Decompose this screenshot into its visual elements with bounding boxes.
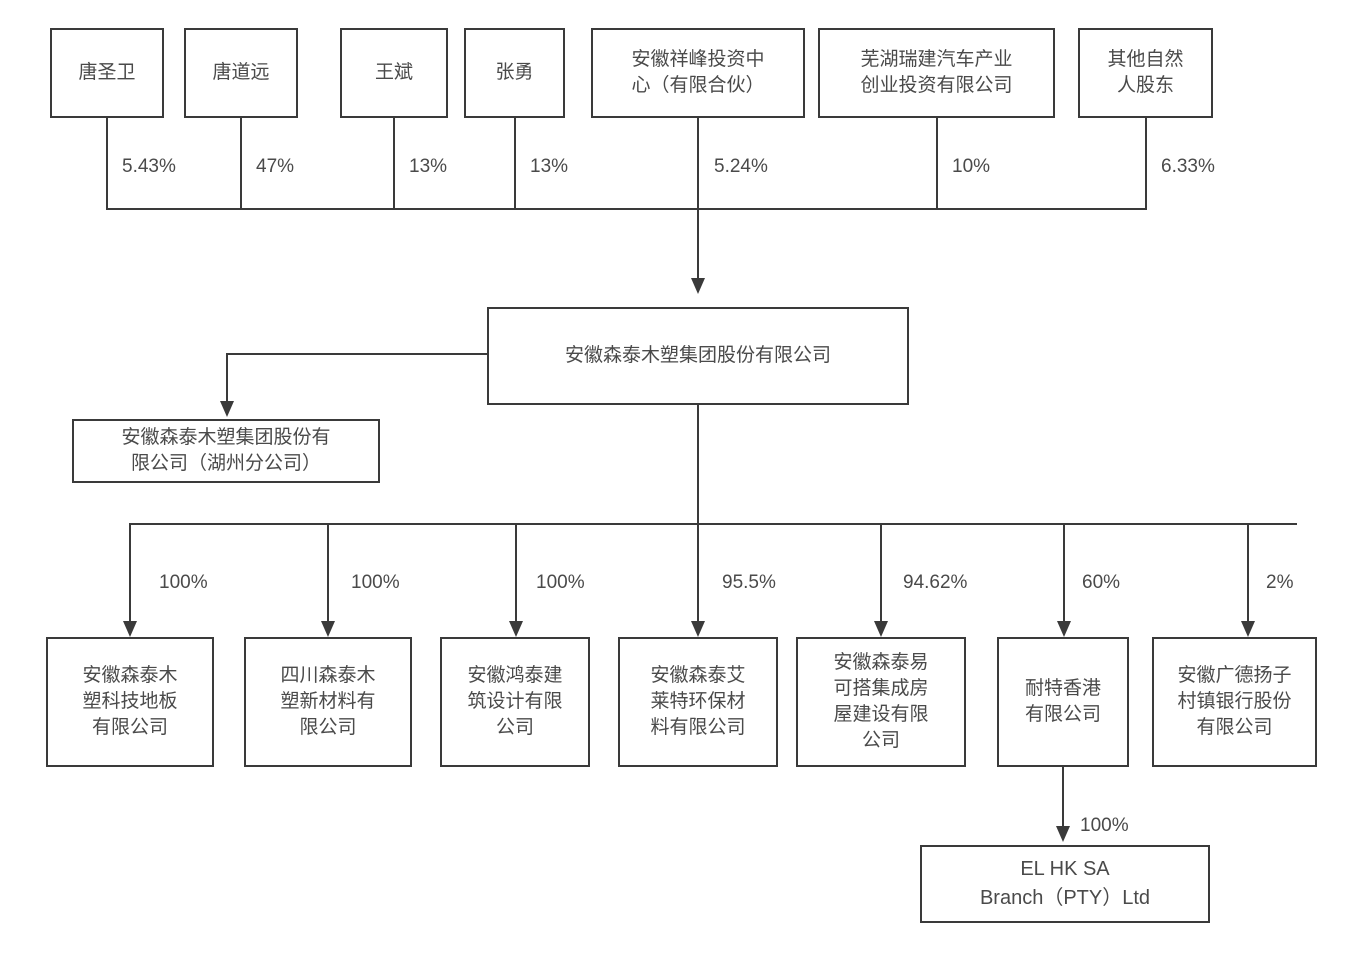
connector-parent-to-branch-horizontal [226, 353, 489, 356]
percent-label-subsidiary-7: 2% [1266, 572, 1294, 593]
percent-label-subsidiary-3: 100% [536, 572, 585, 593]
percent-label-shareholder-3: 13% [409, 156, 448, 177]
arrow-to-branch [220, 401, 234, 417]
percent-label-shareholder-2: 47% [256, 156, 295, 177]
connector-subsidiary-1 [129, 523, 132, 623]
subsidiary-box-5: 安徽森泰易 可搭集成房 屋建设有限 公司 [796, 637, 966, 767]
parent-company-box: 安徽森泰木塑集团股份有限公司 [487, 307, 909, 405]
percent-label-shareholder-4: 13% [530, 156, 569, 177]
percent-label-shareholder-5: 5.24% [714, 156, 768, 177]
connector-subsidiary-3 [515, 523, 518, 623]
subsidiary-box-4: 安徽森泰艾 莱特环保材 料有限公司 [618, 637, 778, 767]
percent-label-shareholder-6: 10% [952, 156, 991, 177]
percent-label-subsidiary-2: 100% [351, 572, 400, 593]
arrow-to-subsidiary-2 [321, 621, 335, 637]
connector-parent-to-branch-vertical [226, 353, 229, 403]
subsidiary-box-2: 四川森泰木 塑新材料有 限公司 [244, 637, 412, 767]
connector-subsidiary-7 [1247, 523, 1250, 623]
percent-label-subsidiary-5: 94.62% [903, 572, 968, 593]
branch-company-box: 安徽森泰木塑集团股份有 限公司（湖州分公司） [72, 419, 380, 483]
grandchild-company-box: EL HK SA Branch（PTY）Ltd [920, 845, 1210, 923]
subsidiary-box-7: 安徽广德扬子 村镇银行股份 有限公司 [1152, 637, 1317, 767]
shareholder-box-4: 张勇 [464, 28, 565, 118]
subsidiary-box-6: 耐特香港 有限公司 [997, 637, 1129, 767]
shareholder-box-5: 安徽祥峰投资中 心（有限合伙） [591, 28, 805, 118]
connector-subsidiary-5 [880, 523, 883, 623]
connector-subsidiary-4 [697, 523, 700, 623]
shareholder-box-3: 王斌 [340, 28, 448, 118]
percent-label-grandchild: 100% [1080, 815, 1129, 836]
connector-shareholder-6 [936, 118, 939, 210]
arrow-to-subsidiary-3 [509, 621, 523, 637]
connector-shareholder-1 [106, 118, 109, 210]
connector-shareholder-5 [697, 118, 700, 210]
connector-to-grandchild [1062, 767, 1065, 839]
arrow-to-subsidiary-4 [691, 621, 705, 637]
shareholder-box-1: 唐圣卫 [50, 28, 164, 118]
subsidiary-box-3: 安徽鸿泰建 筑设计有限 公司 [440, 637, 590, 767]
connector-shareholder-2 [240, 118, 243, 210]
connector-shareholder-3 [393, 118, 396, 210]
arrow-to-subsidiary-7 [1241, 621, 1255, 637]
percent-label-shareholder-7: 6.33% [1161, 156, 1215, 177]
connector-parent-to-subsidiary-bus [697, 405, 700, 525]
percent-label-subsidiary-4: 95.5% [722, 572, 776, 593]
subsidiary-bus-line [129, 523, 1297, 526]
arrow-to-subsidiary-5 [874, 621, 888, 637]
subsidiary-box-1: 安徽森泰木 塑科技地板 有限公司 [46, 637, 214, 767]
arrow-to-parent [691, 278, 705, 294]
arrow-to-subsidiary-1 [123, 621, 137, 637]
connector-bus-to-parent [697, 208, 700, 280]
shareholder-box-2: 唐道远 [184, 28, 298, 118]
connector-subsidiary-6 [1063, 523, 1066, 623]
connector-subsidiary-2 [327, 523, 330, 623]
arrow-to-grandchild [1056, 826, 1070, 842]
percent-label-shareholder-1: 5.43% [122, 156, 176, 177]
shareholder-bus-line [106, 208, 1147, 211]
percent-label-subsidiary-6: 60% [1082, 572, 1121, 593]
shareholder-box-7: 其他自然 人股东 [1078, 28, 1213, 118]
connector-shareholder-4 [514, 118, 517, 210]
shareholder-box-6: 芜湖瑞建汽车产业 创业投资有限公司 [818, 28, 1055, 118]
arrow-to-subsidiary-6 [1057, 621, 1071, 637]
connector-shareholder-7 [1145, 118, 1148, 210]
percent-label-subsidiary-1: 100% [159, 572, 208, 593]
